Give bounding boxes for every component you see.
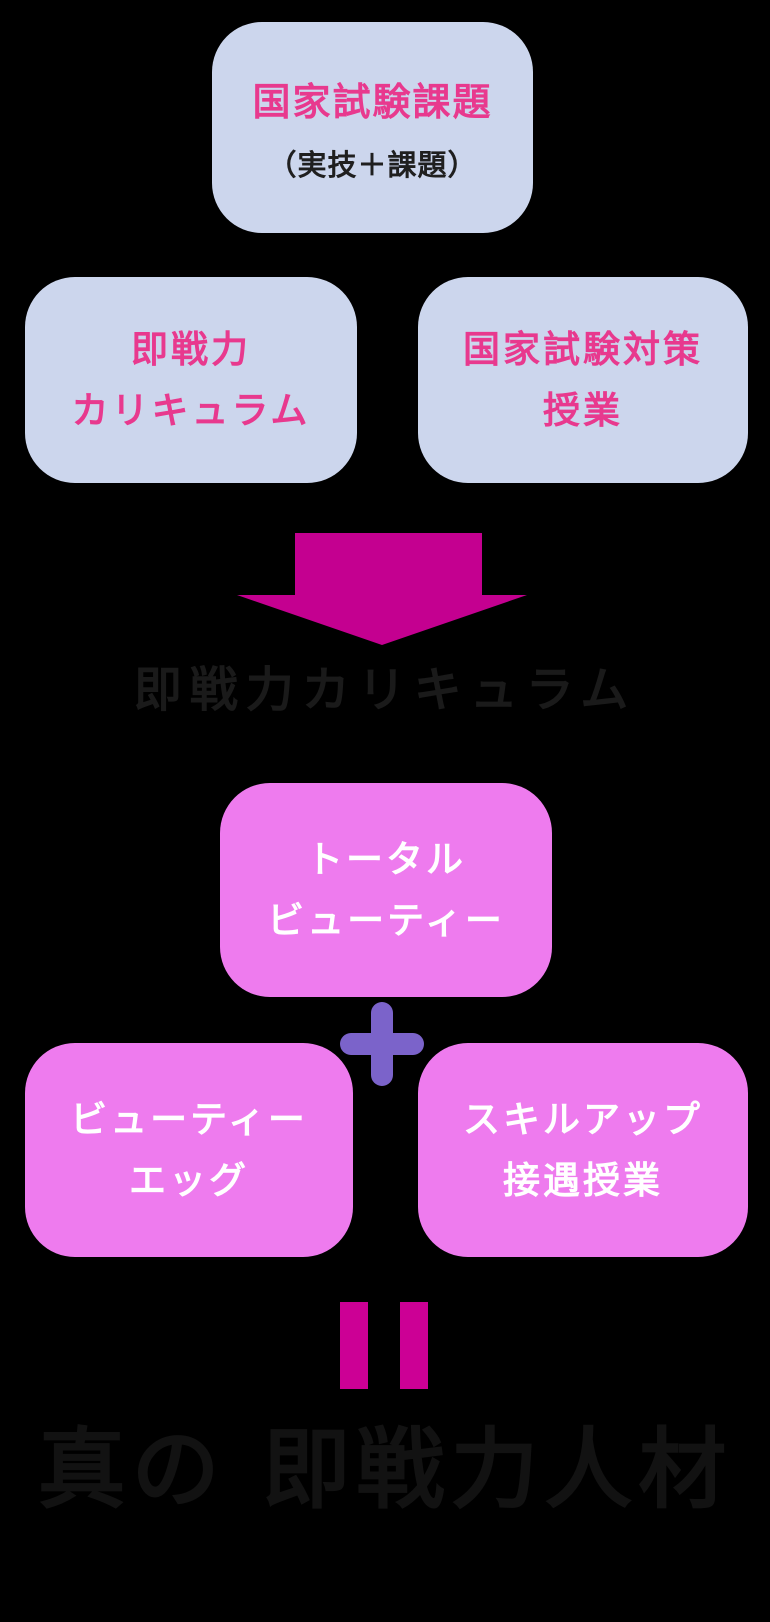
national-exam-task-title: 国家試験課題 <box>252 80 493 124</box>
skill-up-box: スキルアップ 接遇授業 <box>418 1043 748 1257</box>
exam-prep-class-box: 国家試験対策 授業 <box>418 277 748 483</box>
equals-icon <box>340 1302 428 1389</box>
down-arrow-icon <box>237 533 527 645</box>
beauty-egg-line1: ビューティー <box>70 1097 308 1141</box>
section-label: 即戦力カリキュラム <box>133 662 637 718</box>
national-exam-task-box: 国家試験課題 （実技＋課題） <box>212 22 533 233</box>
plus-icon <box>340 1002 424 1086</box>
beauty-egg-line2: エッグ <box>129 1159 249 1202</box>
skill-up-line2: 接遇授業 <box>503 1159 663 1202</box>
ready-curriculum-line2: カリキュラム <box>71 389 311 432</box>
exam-prep-class-line1: 国家試験対策 <box>463 327 703 371</box>
beauty-egg-box: ビューティー エッグ <box>25 1043 353 1257</box>
ready-curriculum-box: 即戦力 カリキュラム <box>25 277 357 483</box>
total-beauty-box: トータル ビューティー <box>220 783 552 997</box>
national-exam-task-subtitle: （実技＋課題） <box>267 148 478 182</box>
skill-up-line1: スキルアップ <box>463 1097 703 1141</box>
equals-bar-left <box>340 1302 368 1389</box>
result-line1: 真の <box>37 1418 226 1521</box>
equals-bar-right <box>400 1302 428 1389</box>
total-beauty-line1: トータル <box>306 837 466 881</box>
result-text: 真の 即戦力人材 <box>0 1418 770 1521</box>
result-line2: 即戦力人材 <box>262 1418 733 1521</box>
exam-prep-class-line2: 授業 <box>543 389 623 432</box>
ready-curriculum-line1: 即戦力 <box>131 327 251 371</box>
total-beauty-line2: ビューティー <box>267 899 505 942</box>
